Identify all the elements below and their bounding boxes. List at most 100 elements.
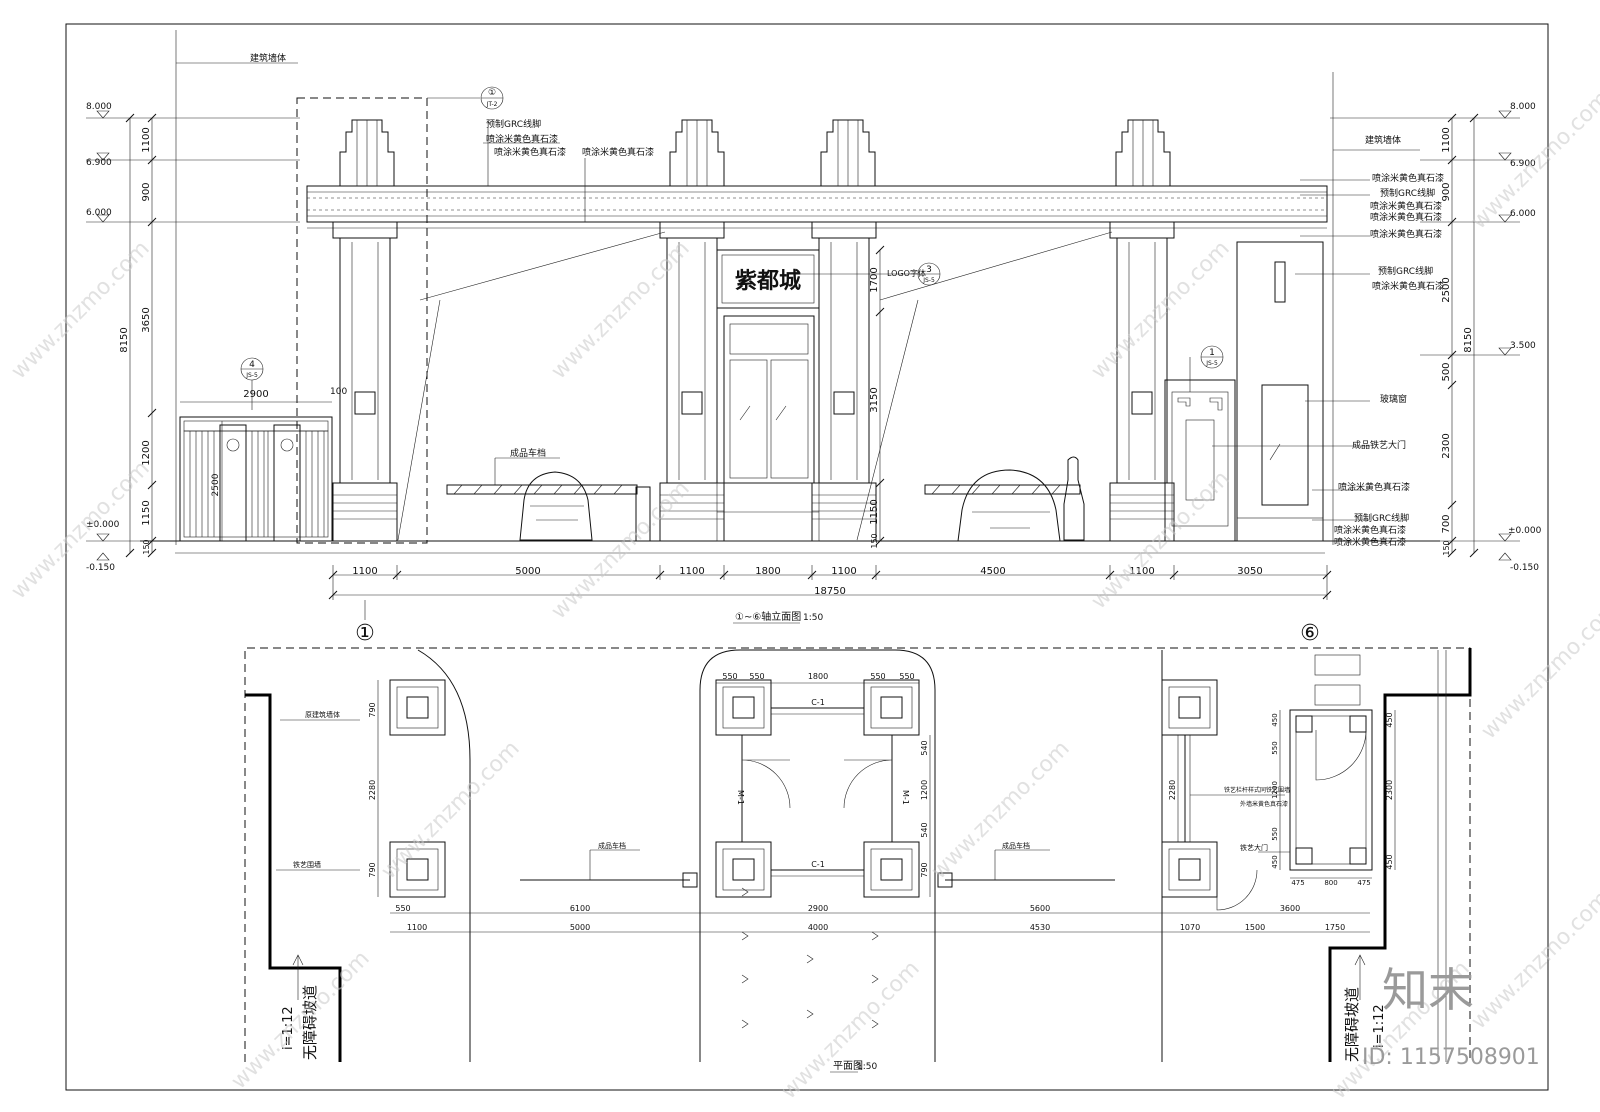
svg-text:3.500: 3.500 xyxy=(1510,341,1536,351)
note-r8: 玻璃窗 xyxy=(1380,393,1407,405)
note-r13: 喷涂米黄色真石漆 xyxy=(1334,536,1406,548)
svg-text:JT-2: JT-2 xyxy=(486,101,498,108)
svg-text:550: 550 xyxy=(395,904,410,913)
central-entrance: 紫都城 xyxy=(716,249,820,542)
svg-text:150: 150 xyxy=(870,533,879,548)
svg-text:www.znzmo.com: www.znzmo.com xyxy=(547,236,695,384)
svg-text:无障碍坡道: 无障碍坡道 xyxy=(301,985,319,1060)
svg-text:3600: 3600 xyxy=(1280,904,1300,913)
svg-text:450: 450 xyxy=(1385,712,1394,727)
svg-text:C-1: C-1 xyxy=(811,698,825,707)
svg-text:www.znzmo.com: www.znzmo.com xyxy=(547,476,695,624)
svg-text:±0.000: ±0.000 xyxy=(1508,526,1542,536)
note-wall-left: 建筑墙体 xyxy=(250,52,286,64)
svg-text:540: 540 xyxy=(920,822,929,837)
svg-text:3050: 3050 xyxy=(1237,566,1262,577)
svg-text:2900: 2900 xyxy=(243,389,268,400)
svg-text:①: ① xyxy=(355,621,375,646)
svg-text:450: 450 xyxy=(1271,855,1279,868)
guard-booth xyxy=(1164,241,1324,542)
svg-text:150: 150 xyxy=(142,539,151,554)
plan-title: 平面图 1:50 xyxy=(830,1060,877,1073)
svg-text:成品车档: 成品车档 xyxy=(1002,841,1030,850)
car-barrier-right xyxy=(924,456,1085,542)
plan-dim-rows: 550 6100 2900 5600 3600 1100 5000 4000 4… xyxy=(390,877,1372,933)
elevation-view: 建筑墙体 建筑墙体 xyxy=(86,30,1542,646)
plan-top-dims: 550 550 1800 550 550 xyxy=(716,672,919,684)
svg-text:1100: 1100 xyxy=(407,923,427,932)
note-r6: 预制GRC线脚 xyxy=(1378,265,1433,277)
svg-text:成品车档: 成品车档 xyxy=(598,841,626,850)
svg-text:C-1: C-1 xyxy=(811,860,825,869)
svg-text:450: 450 xyxy=(1385,854,1394,869)
svg-text:1750: 1750 xyxy=(1325,923,1345,932)
svg-text:1:50: 1:50 xyxy=(857,1062,877,1072)
note-r7: 喷涂米黄色真石漆 xyxy=(1372,280,1444,292)
signage-text: 紫都城 xyxy=(735,268,801,294)
svg-text:18750: 18750 xyxy=(814,586,846,597)
detail-ref-logo: 3 JS-5 xyxy=(917,262,941,286)
svg-text:①~⑥轴立面图: ①~⑥轴立面图 xyxy=(735,610,801,623)
svg-text:JS-5: JS-5 xyxy=(245,372,258,379)
detail-ref-top: ① JT-2 xyxy=(427,86,504,110)
svg-text:www.znzmo.com: www.znzmo.com xyxy=(7,456,155,604)
svg-text:铁艺大门: 铁艺大门 xyxy=(1240,843,1268,852)
svg-text:2300: 2300 xyxy=(1441,433,1452,458)
note-r11: 预制GRC线脚 xyxy=(1354,512,1409,524)
svg-text:700: 700 xyxy=(1441,514,1452,533)
svg-text:平面图: 平面图 xyxy=(833,1060,863,1072)
svg-text:900: 900 xyxy=(1441,182,1452,201)
right-levels: 8.000 6.900 6.000 3.500 ±0.000 -0.150 81… xyxy=(1330,102,1542,573)
note-r2: 预制GRC线脚 xyxy=(1380,187,1435,199)
svg-text:1100: 1100 xyxy=(831,566,856,577)
note-barrier: 成品车档 xyxy=(510,447,546,459)
note-r4: 喷涂米黄色真石漆 xyxy=(1370,211,1442,223)
svg-text:3150: 3150 xyxy=(869,387,880,412)
svg-text:1070: 1070 xyxy=(1180,923,1200,932)
svg-text:3: 3 xyxy=(926,265,932,275)
svg-text:外墙米黄色真石漆: 外墙米黄色真石漆 xyxy=(1240,800,1288,808)
watermark-brand: 知末 xyxy=(1382,963,1474,1017)
mid-dims: 1700 3150 1150 150 xyxy=(869,245,885,549)
svg-text:JS-5: JS-5 xyxy=(922,277,935,284)
svg-text:475: 475 xyxy=(1291,879,1304,887)
svg-text:i=1:12: i=1:12 xyxy=(1372,1004,1387,1048)
note-r5: 喷涂米黄色真石漆 xyxy=(1370,228,1442,240)
svg-text:6.000: 6.000 xyxy=(86,208,112,218)
svg-text:540: 540 xyxy=(920,740,929,755)
svg-text:790: 790 xyxy=(368,702,377,717)
svg-text:M-1: M-1 xyxy=(736,790,745,805)
svg-text:i=1:12: i=1:12 xyxy=(281,1006,296,1050)
svg-text:www.znzmo.com: www.znzmo.com xyxy=(377,736,525,884)
svg-text:550: 550 xyxy=(1271,827,1279,840)
axis-bubble-6: ⑥ xyxy=(1300,621,1320,646)
svg-text:1800: 1800 xyxy=(808,672,828,681)
svg-text:1: 1 xyxy=(1209,348,1215,358)
svg-text:1200: 1200 xyxy=(1271,781,1279,799)
note-stone-2: 喷涂米黄色真石漆 xyxy=(494,146,566,158)
plan-barriers: 成品车档 成品车档 xyxy=(520,841,1115,888)
svg-text:1200: 1200 xyxy=(141,440,152,465)
svg-text:原建筑墙体: 原建筑墙体 xyxy=(305,710,340,719)
svg-text:4000: 4000 xyxy=(808,923,828,932)
plan-direction-arrows xyxy=(741,887,879,1029)
svg-text:±0.000: ±0.000 xyxy=(86,520,120,530)
svg-text:www.znzmo.com: www.znzmo.com xyxy=(1087,466,1235,614)
svg-text:5000: 5000 xyxy=(515,566,540,577)
svg-text:6.000: 6.000 xyxy=(1510,209,1536,219)
column-2 xyxy=(659,119,725,542)
svg-text:6.900: 6.900 xyxy=(86,158,112,168)
plan-guard-room: C-1 C-1 M-1 M-1 xyxy=(736,698,910,877)
svg-text:6100: 6100 xyxy=(570,904,590,913)
plan-right-booth xyxy=(1184,654,1373,911)
svg-text:800: 800 xyxy=(1324,879,1337,887)
plan-labels: 原建筑墙体 铁艺围墙 铁艺栏杆样式同铁艺围墙 外墙米黄色真石漆 铁艺大门 xyxy=(276,710,1290,871)
column-4 xyxy=(1109,119,1175,542)
svg-text:475: 475 xyxy=(1357,879,1370,887)
svg-text:8.000: 8.000 xyxy=(1510,102,1536,112)
svg-text:2900: 2900 xyxy=(808,904,828,913)
svg-text:1700: 1700 xyxy=(869,267,880,292)
column-3 xyxy=(811,119,877,542)
svg-text:1800: 1800 xyxy=(755,566,780,577)
svg-text:150: 150 xyxy=(1442,540,1451,555)
